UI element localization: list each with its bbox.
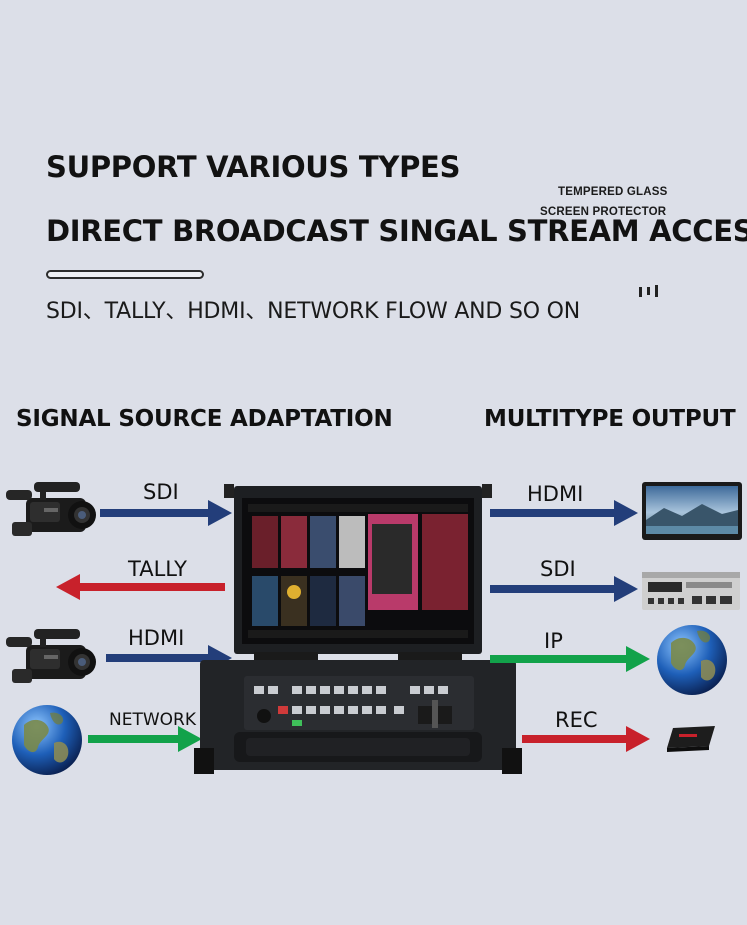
network-input-arrow (88, 726, 202, 752)
sdi-input-label: SDI (143, 480, 179, 504)
tally-output-arrow (56, 574, 225, 600)
screen-protector-note: SCREEN PROTECTOR (540, 206, 667, 218)
headline-line-1: SUPPORT VARIOUS TYPES (46, 150, 461, 184)
signal-types-subline: SDI、TALLY、HDMI、NETWORK FLOW AND SO ON (46, 299, 581, 324)
network-input-label: NETWORK (109, 710, 196, 730)
ip-output-arrow (490, 646, 650, 672)
tick-marks-icon (639, 285, 658, 297)
hdmi-output-label: HDMI (527, 482, 584, 506)
camcorder-icon (6, 482, 96, 536)
sdi-output-arrow (490, 576, 638, 602)
broadcast-switcher-device (194, 484, 522, 774)
monitor-icon (642, 482, 742, 540)
globe-icon (12, 705, 82, 775)
rec-output-arrow (522, 726, 650, 752)
hard-drive-icon (667, 726, 715, 752)
hdmi-output-arrow (490, 500, 638, 526)
rec-output-label: REC (555, 708, 598, 732)
camcorder-icon (6, 629, 96, 683)
divider-pill (46, 270, 204, 279)
signal-source-title: SIGNAL SOURCE ADAPTATION (16, 406, 393, 432)
multitype-output-title: MULTITYPE OUTPUT (484, 406, 736, 432)
globe-icon (657, 625, 727, 695)
tempered-glass-note: TEMPERED GLASS (558, 186, 668, 198)
headline-line-2: DIRECT BROADCAST SINGAL STREAM ACCESS (46, 214, 747, 248)
recorder-deck-icon (642, 572, 740, 610)
sdi-input-arrow (100, 500, 232, 526)
hdmi-input-label: HDMI (128, 626, 185, 650)
tally-label: TALLY (128, 557, 188, 581)
sdi-output-label: SDI (540, 557, 576, 581)
ip-output-label: IP (544, 629, 563, 653)
